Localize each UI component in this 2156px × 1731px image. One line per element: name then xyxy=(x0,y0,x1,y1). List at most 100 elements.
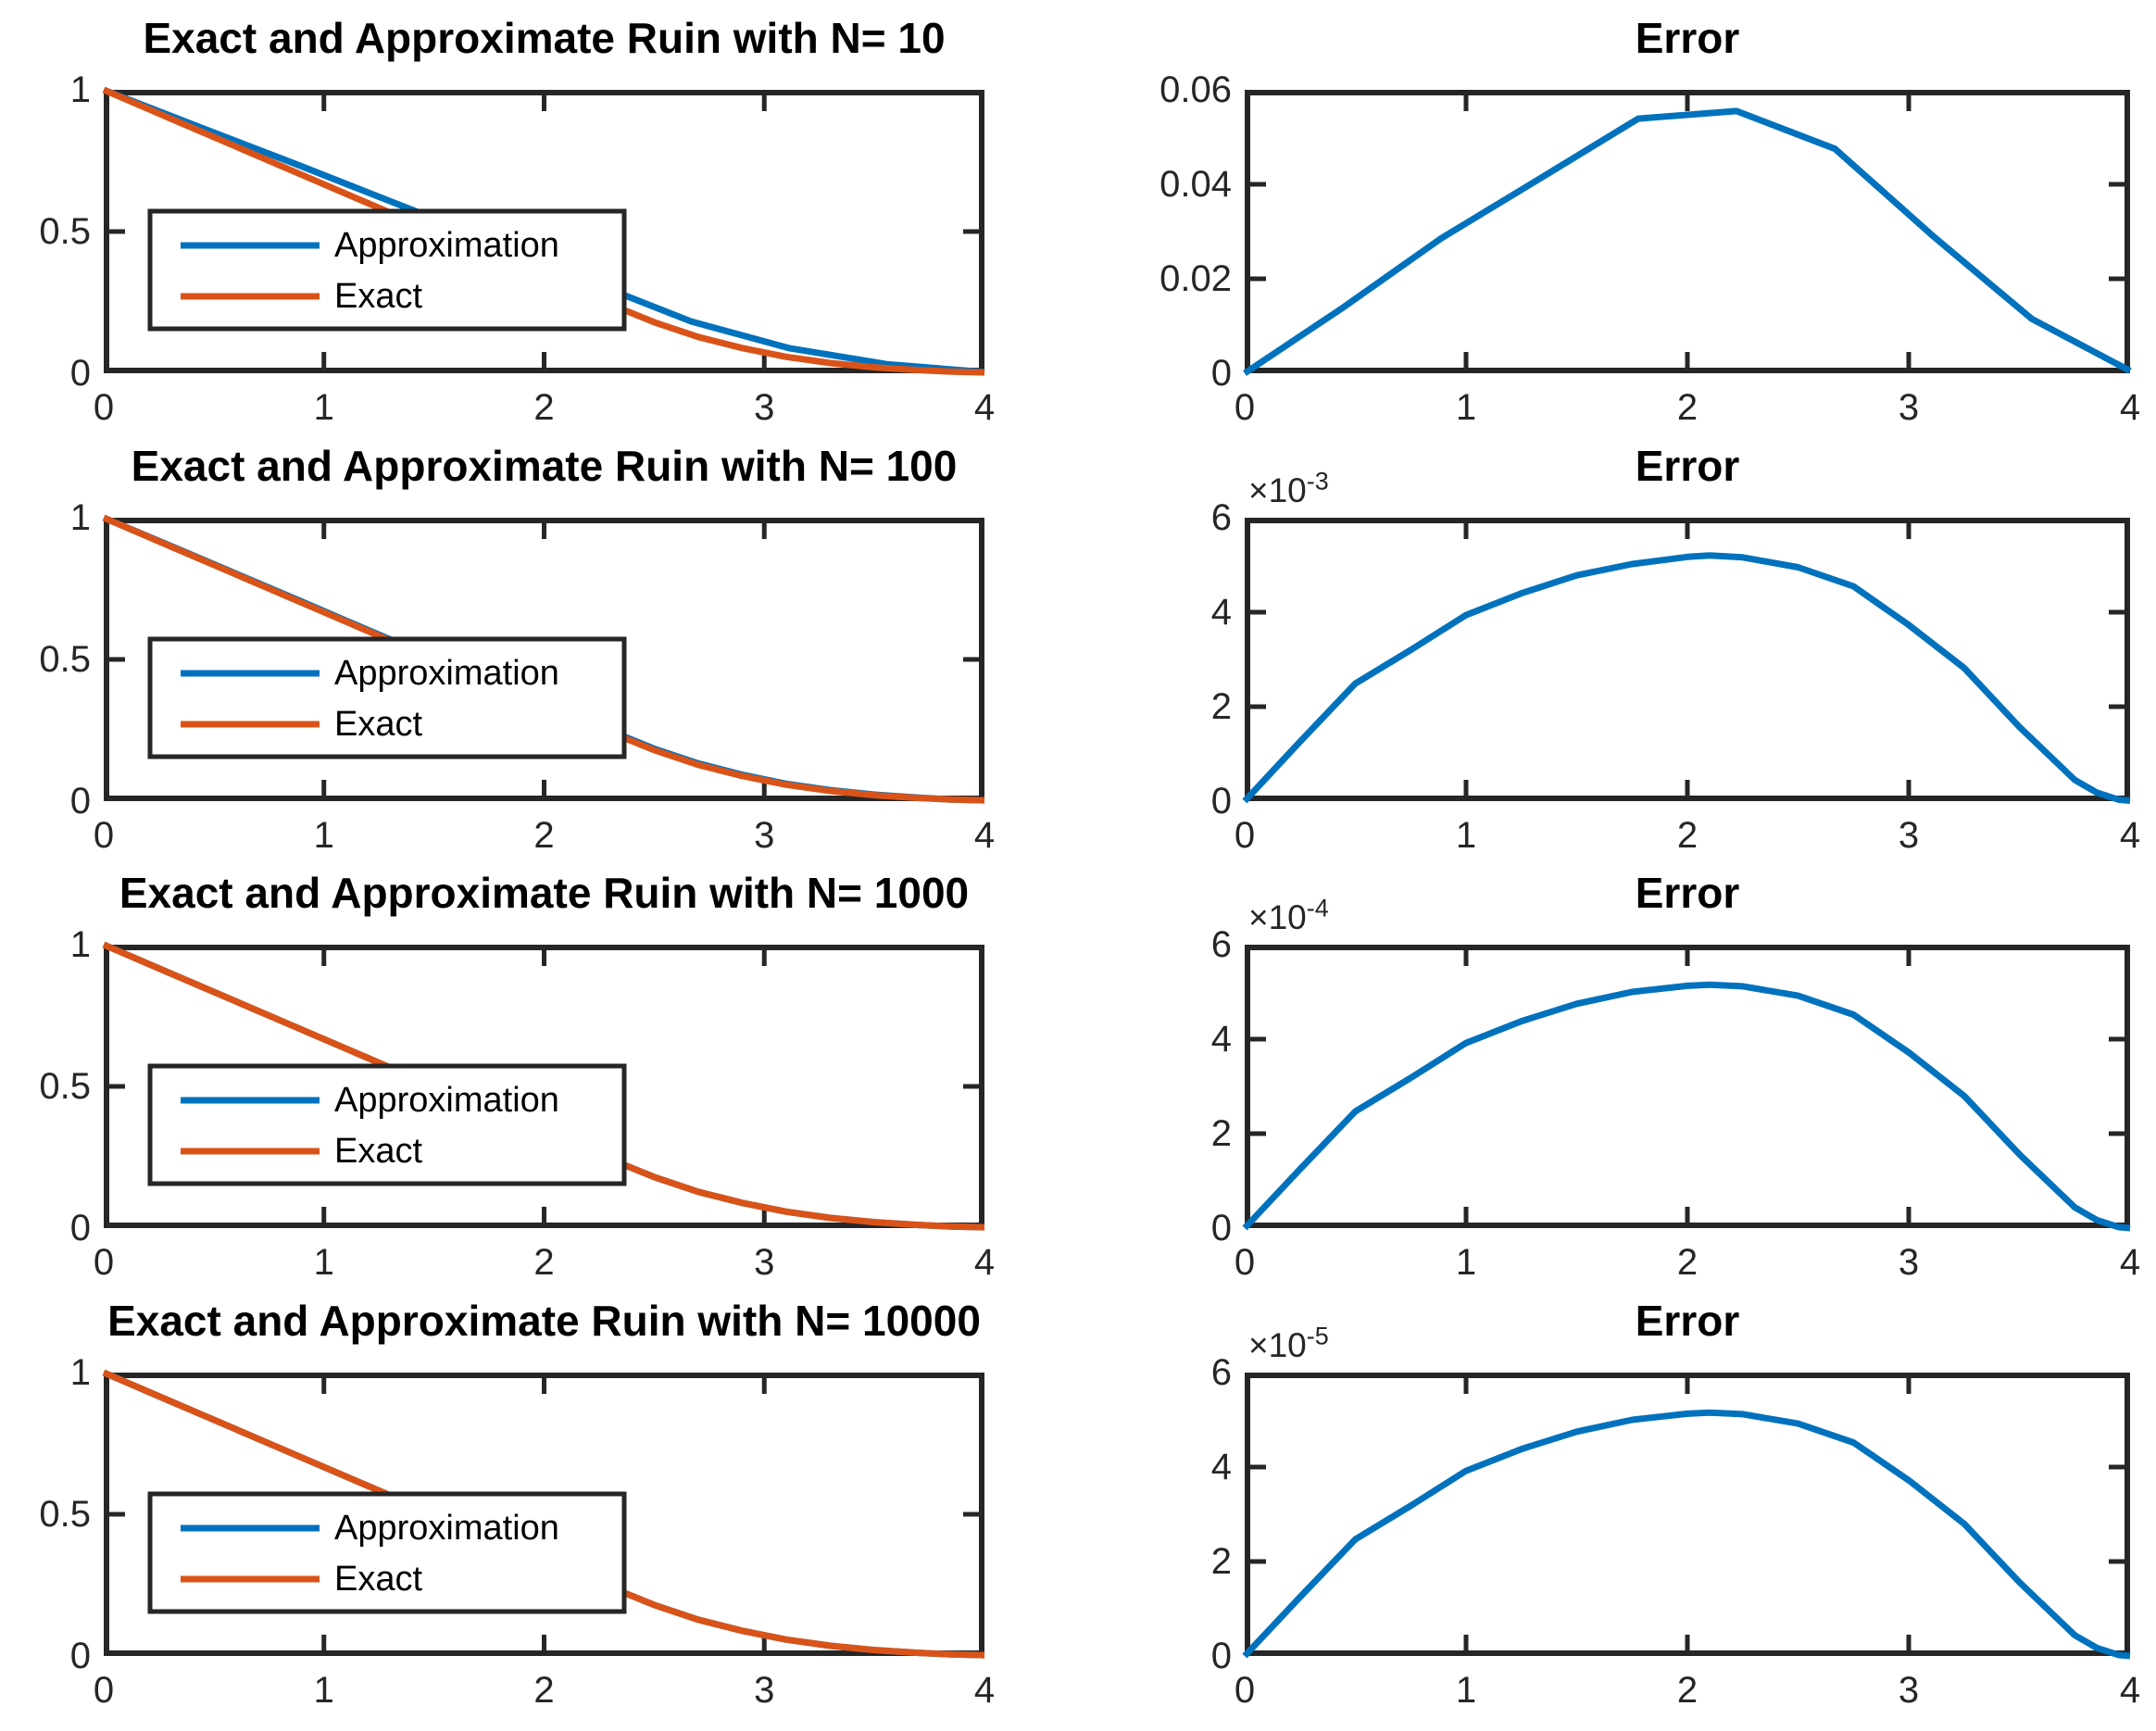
x-tick-label: 1 xyxy=(313,1670,334,1711)
x-tick-label: 4 xyxy=(973,815,996,856)
x-tick-label: 3 xyxy=(754,1670,775,1711)
plot-title-ruin-n1000: Exact and Approximate Ruin with N= 1000 xyxy=(119,869,970,917)
axes-frame xyxy=(104,518,984,801)
series-line-exact xyxy=(102,514,985,804)
x-tick-label: 0 xyxy=(1234,1670,1256,1711)
exponent-base: ×10 xyxy=(1248,898,1307,936)
y-tick-label: 0 xyxy=(1210,1208,1232,1248)
series-line-error xyxy=(1243,107,2132,376)
legend-label-exact: Exact xyxy=(334,277,422,316)
plot-title-error-n100: Error xyxy=(1635,442,1740,490)
x-tick-label: 2 xyxy=(533,1242,555,1283)
y-tick-label: 0.02 xyxy=(1159,258,1232,299)
y-tick-label: 6 xyxy=(1210,1352,1232,1393)
exponent-power: -5 xyxy=(1306,1322,1329,1350)
y-tick-label: 0.5 xyxy=(39,1066,91,1107)
plot-area-error-n10 xyxy=(1243,90,2132,376)
legend-box xyxy=(147,208,627,332)
x-tick-label: 3 xyxy=(1898,1670,1920,1711)
series-line-exact xyxy=(102,86,985,376)
exponent-power: -3 xyxy=(1306,467,1329,495)
series-line-exact xyxy=(102,1369,985,1659)
y-tick-label: 0.5 xyxy=(39,211,91,252)
legend-box xyxy=(147,1063,627,1186)
plot-area-error-n100 xyxy=(1242,518,2131,804)
x-tick-label: 3 xyxy=(754,815,775,856)
y-tick-label: 1 xyxy=(69,1352,91,1393)
y-tick-label: 4 xyxy=(1210,1447,1232,1487)
plot-area-error-n10000 xyxy=(1242,1373,2131,1660)
legend-box xyxy=(147,636,627,759)
y-tick-label: 0.5 xyxy=(39,1494,91,1535)
plot-title-error-n1000: Error xyxy=(1635,869,1740,917)
y-tick-label: 6 xyxy=(1210,497,1232,538)
x-tick-label: 0 xyxy=(93,387,115,428)
y-tick-label: 6 xyxy=(1210,924,1232,965)
exponent-base: ×10 xyxy=(1248,471,1307,509)
x-tick-label: 4 xyxy=(2119,387,2141,428)
x-tick-label: 1 xyxy=(313,387,334,428)
y-tick-label: 0 xyxy=(69,1636,91,1676)
plot-title-ruin-n100: Exact and Approximate Ruin with N= 100 xyxy=(131,442,958,490)
x-tick-label: 3 xyxy=(1898,1242,1920,1283)
y-tick-label: 1 xyxy=(69,69,91,110)
axes-frame xyxy=(1245,945,2130,1228)
y-tick-label: 4 xyxy=(1210,1019,1232,1060)
y-tick-label: 0 xyxy=(1210,781,1232,822)
axes-frame xyxy=(104,945,984,1228)
exponent-power: -4 xyxy=(1306,894,1329,922)
x-tick-label: 4 xyxy=(973,387,996,428)
x-tick-label: 1 xyxy=(1455,1242,1477,1283)
series-line-error xyxy=(1242,1409,2131,1660)
exponent-base: ×10 xyxy=(1248,1326,1307,1364)
x-tick-label: 0 xyxy=(1234,387,1256,428)
x-tick-label: 2 xyxy=(1676,1242,1698,1283)
series-line-exact xyxy=(102,941,985,1231)
y-tick-label: 0.5 xyxy=(39,639,91,680)
legend-label-exact: Exact xyxy=(334,1560,422,1599)
plot-title-ruin-n10000: Exact and Approximate Ruin with N= 10000 xyxy=(107,1297,981,1345)
axes-frame xyxy=(1245,90,2130,373)
x-tick-label: 3 xyxy=(1898,387,1920,428)
x-tick-label: 4 xyxy=(2119,1242,2141,1283)
y-tick-label: 2 xyxy=(1210,1541,1232,1582)
legend-label-approximation: Approximation xyxy=(334,1509,559,1548)
x-tick-label: 4 xyxy=(973,1242,996,1283)
legend-label-approximation: Approximation xyxy=(334,654,559,693)
x-tick-label: 0 xyxy=(93,815,115,856)
y-tick-label: 0 xyxy=(69,1208,91,1248)
x-tick-label: 4 xyxy=(2119,1670,2141,1711)
x-tick-label: 3 xyxy=(754,387,775,428)
y-tick-label: 2 xyxy=(1210,1113,1232,1154)
axes-frame xyxy=(104,90,984,373)
y-tick-label: 0 xyxy=(1210,353,1232,394)
x-tick-label: 1 xyxy=(1455,1670,1477,1711)
y-tick-label: 0 xyxy=(1210,1636,1232,1676)
axes-frame xyxy=(1245,1373,2130,1656)
series-line-error xyxy=(1242,552,2131,804)
axes-frame xyxy=(104,1373,984,1656)
y-tick-label: 0 xyxy=(69,781,91,822)
y-tick-label: 2 xyxy=(1210,686,1232,727)
x-tick-label: 4 xyxy=(973,1670,996,1711)
axes-frame xyxy=(1245,518,2130,801)
x-tick-label: 0 xyxy=(93,1670,115,1711)
y-tick-label: 4 xyxy=(1210,592,1232,633)
y-tick-label: 1 xyxy=(69,924,91,965)
y-tick-label: 0.04 xyxy=(1159,164,1232,205)
x-tick-label: 1 xyxy=(313,815,334,856)
x-tick-label: 1 xyxy=(313,1242,334,1283)
y-axis-exponent: ×10-4 xyxy=(1248,893,1329,943)
legend-label-exact: Exact xyxy=(334,1132,422,1171)
y-axis-exponent: ×10-5 xyxy=(1248,1321,1329,1371)
y-tick-label: 1 xyxy=(69,497,91,538)
x-tick-label: 0 xyxy=(1234,1242,1256,1283)
y-tick-label: 0 xyxy=(69,353,91,394)
